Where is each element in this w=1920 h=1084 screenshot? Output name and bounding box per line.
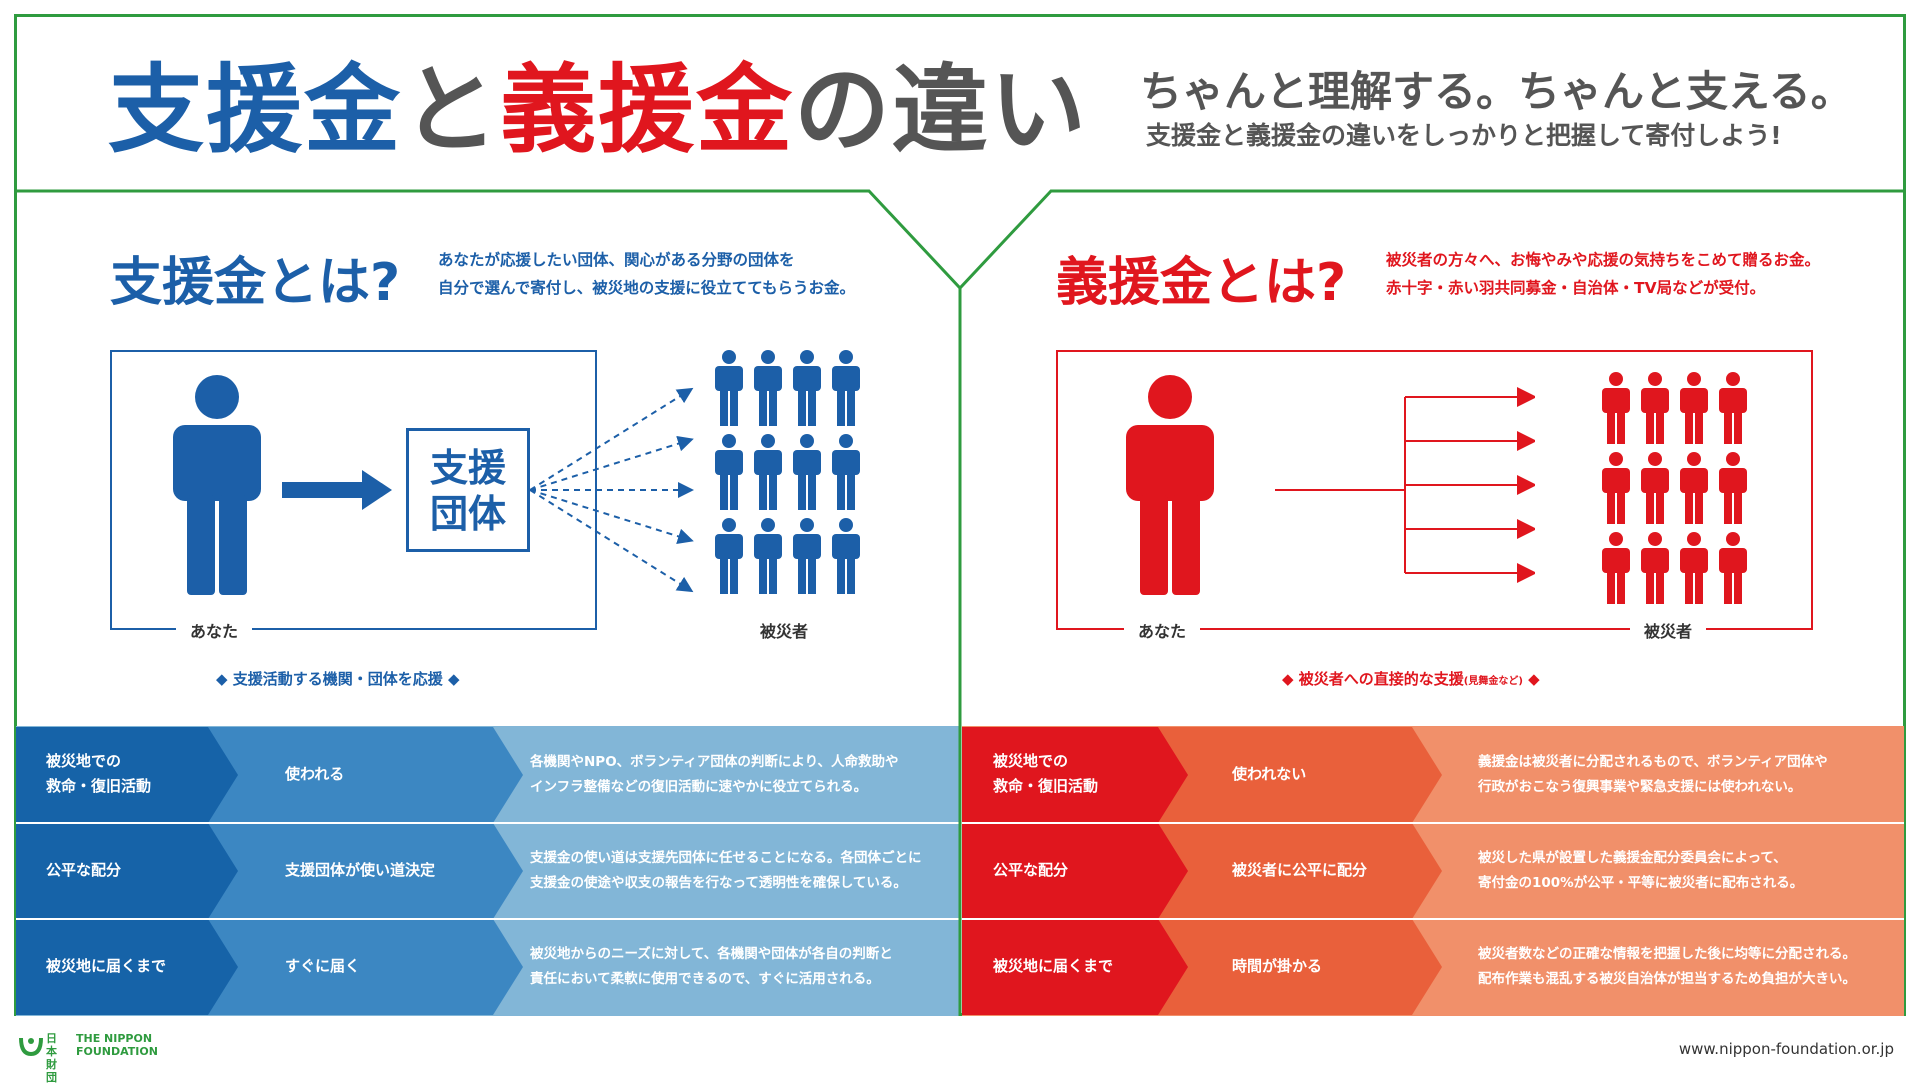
arrow-right-icon xyxy=(282,470,392,510)
row-detail: 各機関やNPO、ボランティア団体の判断により、人命救助や インフラ整備などの復旧… xyxy=(530,754,899,795)
row-detail: 被災した県が設置した義援金配分委員会によって、 寄付金の100%が公平・平等に被… xyxy=(1478,850,1804,891)
person-icon xyxy=(1126,375,1214,595)
website-url: www.nippon-foundation.or.jp xyxy=(1678,1040,1894,1058)
row-label-delivery: 被災地に届くまで xyxy=(993,957,1114,975)
row-label-rescue: 被災地での 救命・復旧活動 xyxy=(993,752,1099,795)
you-label: あなた xyxy=(176,618,253,642)
row-value: 使われない xyxy=(1232,765,1307,783)
row-label-rescue: 被災地での 救命・復旧活動 xyxy=(46,752,152,795)
page-title: 支援金と義援金の違い xyxy=(108,40,1088,180)
row-value: すぐに届く xyxy=(285,957,361,975)
support-organization-box: 支援 団体 xyxy=(406,428,530,552)
shienkin-section-title: 支援金とは? xyxy=(110,253,401,313)
you-label: あなた xyxy=(1124,618,1201,642)
gienkin-section-title: 義援金とは? xyxy=(1056,253,1347,313)
person-icon xyxy=(173,375,261,595)
title-shienkin: 支援金 xyxy=(108,54,402,166)
tagline: ちゃんと理解する。ちゃんと支える。 xyxy=(1140,67,1853,116)
victims-label: 被災者 xyxy=(746,618,823,642)
title-difference: の違い xyxy=(794,54,1088,166)
row-value: 使われる xyxy=(285,765,345,783)
row-label-fairness: 公平な配分 xyxy=(46,861,122,879)
title-to: と xyxy=(402,54,500,166)
row-value: 被災者に公平に配分 xyxy=(1232,861,1368,879)
row-detail: 支援金の使い道は支援先団体に任せることになる。各団体ごとに 支援金の使途や収支の… xyxy=(530,850,922,891)
row-value: 支援団体が使い道決定 xyxy=(285,861,436,879)
gienkin-summary: ◆ 被災者への直接的な支援(見舞金など) ◆ xyxy=(1282,670,1540,688)
row-detail: 義援金は被災者に分配されるもので、ボランティア団体や 行政がおこなう復興事業や緊… xyxy=(1478,754,1828,795)
shienkin-description: あなたが応援したい団体、関心がある分野の団体を 自分で選んで寄付し、被災地の支援… xyxy=(438,251,855,297)
direct-support-arrows xyxy=(1275,387,1535,583)
logo-icon xyxy=(19,1037,43,1057)
title-gienkin: 義援金 xyxy=(500,54,794,166)
subtagline: 支援金と義援金の違いをしっかりと把握して寄付しよう! xyxy=(1146,121,1782,150)
gienkin-description: 被災者の方々へ、お悔やみや応援の気持ちをこめて贈るお金。 赤十字・赤い羽共同募金… xyxy=(1386,251,1821,297)
row-label-fairness: 公平な配分 xyxy=(993,861,1069,879)
shienkin-summary: ◆ 支援活動する機関・団体を応援 ◆ xyxy=(216,670,460,688)
org-label-line1: 支援 xyxy=(429,446,506,490)
distribution-arrows xyxy=(530,387,694,593)
victims-label: 被災者 xyxy=(1630,618,1707,642)
row-detail: 被災者数などの正確な情報を把握した後に均等に分配される。 配布作業も混乱する被災… xyxy=(1478,946,1856,987)
org-label-line2: 団体 xyxy=(429,492,506,536)
row-label-delivery: 被災地に届くまで xyxy=(46,957,167,975)
row-value: 時間が掛かる xyxy=(1232,957,1323,975)
comparison-bands xyxy=(16,726,1904,1016)
gienkin-diagram-box xyxy=(1056,350,1813,630)
row-detail: 被災地からのニーズに対して、各機関や団体が各自の判断と 責任において柔軟に使用で… xyxy=(530,946,893,987)
